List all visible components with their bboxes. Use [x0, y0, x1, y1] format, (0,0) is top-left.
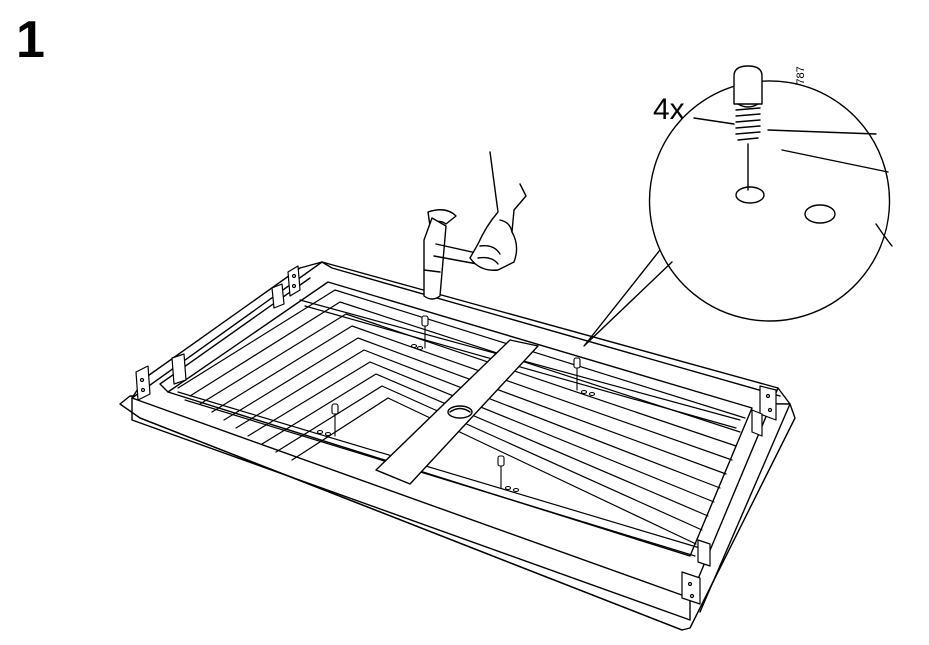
- part-quantity: 4x: [653, 93, 685, 126]
- bed-frame-illustration: [119, 261, 796, 631]
- center-beam: [375, 339, 539, 485]
- dowel-peg-icon: [573, 357, 596, 397]
- corner-brackets: [135, 265, 777, 605]
- slats: [177, 289, 746, 557]
- step-number: 1: [16, 11, 45, 69]
- dowel-peg-icon: [733, 65, 763, 191]
- dowel-peg-icon: [497, 455, 520, 493]
- dowel-peg-icon: [316, 403, 339, 437]
- hand-icon: [469, 151, 527, 271]
- hammer-icon: [423, 209, 491, 300]
- frame-dowels: [316, 315, 596, 493]
- dowel-peg-icon: [410, 315, 429, 351]
- detail-callout: [583, 65, 893, 347]
